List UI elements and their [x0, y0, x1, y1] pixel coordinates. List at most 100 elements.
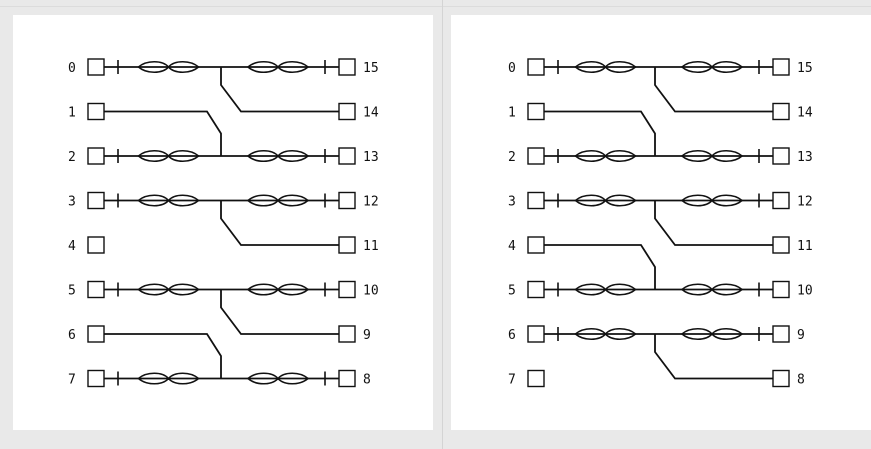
branch-link [220, 200, 339, 246]
port-box-right [338, 147, 356, 165]
twisted-pair-left [574, 194, 637, 207]
port-label-right: 8 [363, 373, 371, 388]
port-box-right [772, 369, 790, 388]
port-box-right [772, 191, 790, 210]
port-label-left: 2 [508, 150, 516, 165]
branch-link [220, 289, 339, 335]
port-box-left [527, 191, 545, 210]
port-box-left [527, 236, 545, 254]
twisted-pair-left [137, 60, 200, 74]
port-label-left: 5 [508, 284, 516, 299]
port-box-right [772, 147, 790, 165]
port-box-left [87, 58, 105, 76]
port-label-right: 13 [797, 150, 813, 165]
port-box-right [772, 325, 790, 343]
twisted-pair-left [137, 283, 200, 296]
port-box-left [87, 236, 105, 254]
port-box-left [527, 280, 545, 299]
twisted-pair-right [246, 149, 310, 163]
port-label-left: 0 [68, 61, 76, 76]
port-label-left: 3 [508, 195, 516, 210]
port-label-left: 5 [68, 284, 76, 299]
port-label-left: 2 [68, 150, 76, 165]
twisted-pair-right [680, 60, 744, 74]
port-label-left: 7 [508, 373, 516, 388]
port-box-left [527, 325, 545, 343]
port-label-left: 6 [508, 328, 516, 343]
port-label-left: 7 [68, 373, 76, 388]
twisted-pair-left [137, 194, 200, 207]
port-label-left: 6 [68, 328, 76, 343]
cross-link [544, 244, 656, 290]
port-box-left [527, 58, 545, 76]
port-label-right: 14 [363, 106, 379, 121]
twisted-pair-left [574, 327, 637, 341]
cross-link [544, 110, 656, 156]
twisted-pair-right [246, 283, 310, 296]
port-label-left: 4 [508, 239, 516, 254]
port-box-left [527, 102, 545, 121]
port-label-left: 1 [508, 106, 516, 121]
port-box-left [527, 147, 545, 165]
port-box-right [338, 236, 356, 254]
branch-link [654, 200, 773, 246]
port-label-right: 13 [363, 150, 379, 165]
port-label-right: 8 [797, 373, 805, 388]
twisted-pair-right [680, 283, 744, 296]
port-box-left [87, 102, 105, 121]
twisted-pair-right [246, 194, 310, 207]
port-box-right [772, 236, 790, 254]
port-label-right: 10 [797, 284, 813, 299]
cross-link [104, 333, 222, 379]
port-box-right [338, 58, 356, 76]
port-box-left [87, 147, 105, 165]
branch-link [654, 67, 773, 113]
port-label-right: 10 [363, 284, 379, 299]
twisted-pair-left [137, 149, 200, 163]
port-label-right: 11 [363, 239, 379, 254]
cross-link [104, 110, 222, 156]
twisted-pair-left [137, 372, 200, 385]
port-box-left [87, 369, 105, 388]
twisted-pair-right [680, 194, 744, 207]
twisted-pair-left [574, 60, 637, 74]
branch-link [654, 334, 773, 380]
port-box-right [338, 369, 356, 388]
twisted-pair-right [680, 149, 744, 163]
port-box-left [87, 191, 105, 210]
port-label-right: 9 [797, 328, 805, 343]
port-box-right [338, 102, 356, 121]
port-box-right [772, 280, 790, 299]
port-box-right [338, 191, 356, 210]
port-label-left: 1 [68, 106, 76, 121]
port-box-right [772, 102, 790, 121]
twisted-pair-left [574, 149, 637, 163]
port-label-right: 11 [797, 239, 813, 254]
window-top-border [0, 6, 871, 7]
port-label-left: 3 [68, 195, 76, 210]
port-box-left [527, 369, 545, 388]
branch-link [220, 67, 339, 113]
port-label-right: 14 [797, 106, 813, 121]
twisted-pair-right [246, 372, 310, 385]
port-box-left [87, 325, 105, 343]
twisted-pair-left [574, 283, 637, 296]
pane-divider[interactable] [442, 0, 443, 449]
port-label-right: 15 [363, 61, 379, 76]
port-label-right: 9 [363, 328, 371, 343]
twisted-pair-right [680, 327, 744, 341]
port-label-right: 15 [797, 61, 813, 76]
port-label-left: 0 [508, 61, 516, 76]
port-label-right: 12 [363, 195, 379, 210]
port-box-right [772, 58, 790, 76]
port-label-left: 4 [68, 239, 76, 254]
port-box-right [338, 280, 356, 299]
twisted-pair-right [246, 60, 310, 74]
port-box-left [87, 280, 105, 299]
port-box-right [338, 325, 356, 343]
port-label-right: 12 [797, 195, 813, 210]
